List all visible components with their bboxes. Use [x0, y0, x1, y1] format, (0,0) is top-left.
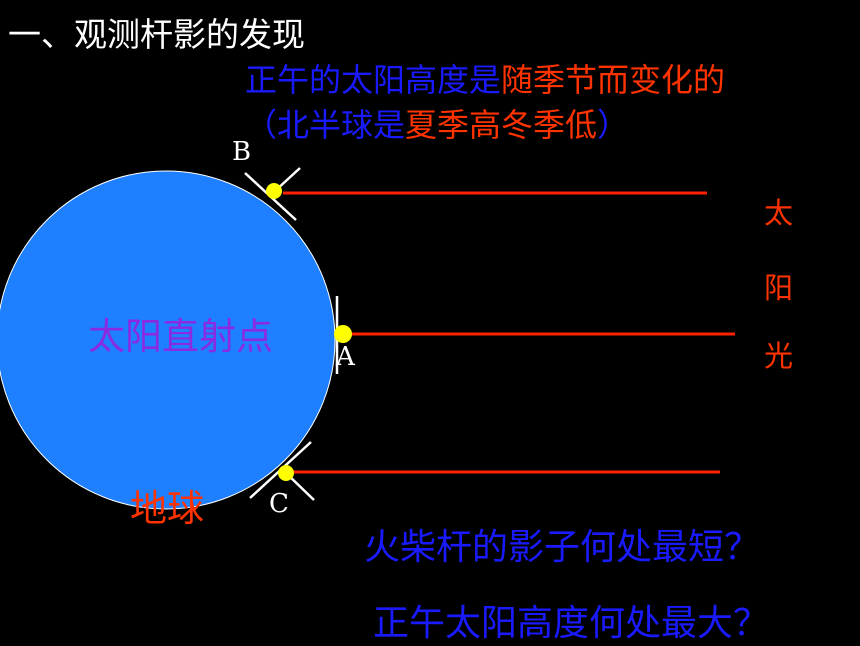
subtitle-part-2: 随季节而变化的	[501, 61, 726, 99]
subtitle-line-2: （北半球是夏季高冬季低）	[245, 100, 629, 146]
subtitle-part-1: 正午的太阳高度是	[245, 61, 502, 99]
label-point-b: B	[232, 137, 252, 167]
question-1: 火柴杆的影子何处最短？	[364, 527, 761, 568]
slide-title: 一、观测杆影的发现	[8, 15, 305, 54]
marker-a	[334, 325, 352, 343]
marker-b	[266, 183, 282, 199]
subtitle-close: ）	[597, 106, 630, 144]
label-subsolar-point: 太阳直射点	[88, 315, 273, 358]
label-sunlight-3: 光	[764, 339, 794, 373]
subtitle-season: 夏季高冬季低	[405, 106, 598, 144]
label-point-c: C	[269, 489, 289, 519]
earth-circle	[0, 170, 336, 510]
subtitle-open: （北半球是	[245, 106, 406, 144]
question-2: 正午太阳高度何处最大？	[373, 603, 770, 644]
label-point-a: A	[336, 342, 355, 372]
label-sunlight-2: 阳	[764, 271, 794, 305]
label-sunlight-1: 太	[764, 196, 794, 230]
label-earth: 地球	[130, 487, 204, 530]
subtitle-line-1: 正午的太阳高度是随季节而变化的	[245, 55, 725, 101]
marker-c	[278, 465, 294, 481]
